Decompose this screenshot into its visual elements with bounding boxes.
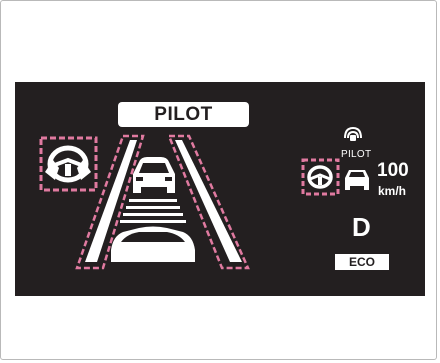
speed-value: 100 (377, 160, 409, 182)
gear-indicator: D (352, 212, 371, 243)
pilot-banner: PILOT (118, 102, 249, 127)
own-vehicle-icon (111, 227, 195, 263)
drive-mode-badge: ECO (335, 254, 389, 270)
pilot-assist-status-icon (345, 128, 361, 141)
instrument-cluster-display: PILOT PILOT 100 km/h D ECO (15, 82, 425, 296)
vehicle-status-icon (345, 170, 369, 190)
following-distance-bars (120, 199, 186, 223)
pilot-status-label: PILOT (341, 149, 371, 160)
right-steering-wheel-icon (303, 160, 338, 194)
left-steering-wheel-icon (41, 138, 96, 190)
lead-vehicle-icon (133, 157, 175, 193)
speed-unit: km/h (378, 184, 406, 198)
